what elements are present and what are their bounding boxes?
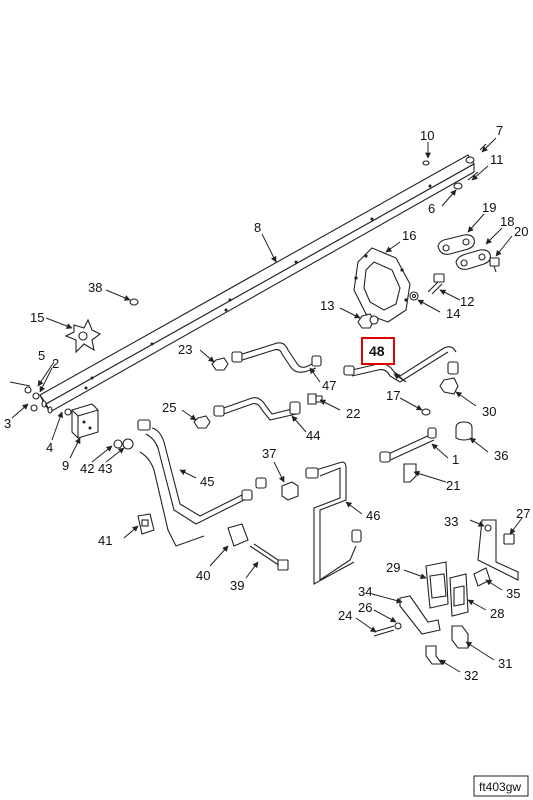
callout-38: 38 — [88, 280, 102, 295]
star-coupling — [64, 318, 102, 354]
callout-labels: 10 7 11 6 8 16 19 18 20 12 14 13 38 15 2… — [4, 123, 530, 683]
tube-44 — [213, 397, 301, 421]
screw-24 — [373, 625, 395, 637]
fitting-30 — [439, 377, 459, 395]
callout-17: 17 — [386, 388, 400, 403]
nut-13 — [357, 313, 379, 329]
callout-34: 34 — [358, 584, 372, 599]
callout-16: 16 — [402, 228, 416, 243]
callout-47: 47 — [322, 378, 336, 393]
washer-26 — [394, 622, 402, 630]
callout-23: 23 — [178, 342, 192, 357]
fitting-25 — [193, 415, 211, 429]
washer-14 — [409, 291, 419, 301]
callout-13: 13 — [320, 298, 334, 313]
callout-20: 20 — [514, 224, 528, 239]
filter-29 — [425, 561, 449, 609]
tube-45 — [137, 419, 267, 547]
callout-39: 39 — [230, 578, 244, 593]
gasket — [353, 247, 411, 323]
callout-30: 30 — [482, 404, 496, 419]
elbow-32 — [425, 645, 444, 665]
diagram-id-text: ft403gw — [479, 780, 521, 794]
small-fitting-38 — [129, 298, 139, 306]
bolt-27 — [503, 533, 515, 545]
cylinder-35 — [473, 567, 491, 587]
callout-11: 11 — [490, 152, 504, 167]
bolt-39 — [249, 543, 289, 571]
callout-27: 27 — [516, 506, 530, 521]
diagram-id-tag: ft403gw — [473, 775, 529, 797]
callout-10: 10 — [420, 128, 434, 143]
callout-48: 48 — [369, 343, 385, 359]
callout-33: 33 — [444, 514, 458, 529]
callout-26: 26 — [358, 600, 372, 615]
bolt-20 — [489, 257, 500, 273]
flange-plate-19 — [437, 234, 475, 255]
fitting-23 — [211, 357, 229, 371]
bolt-12 — [427, 273, 445, 295]
callout-48-highlight-box — [361, 337, 395, 365]
callout-36: 36 — [494, 448, 508, 463]
bracket-21 — [403, 463, 417, 483]
small-washers-4 — [64, 408, 72, 416]
bracket-33 — [477, 519, 519, 581]
callout-41: 41 — [98, 533, 112, 548]
callout-4: 4 — [46, 440, 53, 455]
callout-35: 35 — [506, 586, 520, 601]
callout-15: 15 — [30, 310, 44, 325]
flange-plate-18 — [455, 249, 491, 270]
callout-21: 21 — [446, 478, 460, 493]
elbow-31 — [451, 625, 469, 649]
callout-25: 25 — [162, 400, 176, 415]
block-37 — [281, 481, 299, 501]
callout-37: 37 — [262, 446, 276, 461]
mount-block — [71, 403, 99, 439]
callout-43: 43 — [98, 461, 112, 476]
washer-17 — [421, 408, 431, 416]
callout-19: 19 — [482, 200, 496, 215]
callout-7: 7 — [496, 123, 503, 138]
callout-44: 44 — [306, 428, 320, 443]
leader-lines — [11, 137, 523, 673]
callout-5: 5 — [38, 348, 45, 363]
elbow-22 — [307, 393, 323, 405]
tube-47 — [231, 342, 322, 373]
callout-46: 46 — [366, 508, 380, 523]
fittings-42-43 — [113, 438, 134, 450]
left-end-hardware — [9, 381, 53, 414]
callout-40: 40 — [196, 568, 210, 583]
callout-22: 22 — [346, 406, 360, 421]
callout-28: 28 — [490, 606, 504, 621]
callout-24: 24 — [338, 608, 352, 623]
cap-36 — [455, 421, 473, 441]
callout-42: 42 — [80, 461, 94, 476]
callout-31: 31 — [498, 656, 512, 671]
rod-1 — [379, 427, 437, 463]
callout-3: 3 — [4, 416, 11, 431]
filter-28 — [449, 573, 469, 617]
tube-46 — [305, 461, 362, 585]
clamp-40 — [227, 523, 249, 547]
callout-18: 18 — [500, 214, 514, 229]
callout-6: 6 — [428, 201, 435, 216]
bracket-34 — [399, 595, 441, 635]
callout-29: 29 — [386, 560, 400, 575]
callout-32: 32 — [464, 668, 478, 683]
callout-12: 12 — [460, 294, 474, 309]
callout-2: 2 — [52, 356, 59, 371]
callout-8: 8 — [254, 220, 261, 235]
callout-9: 9 — [62, 458, 69, 473]
callout-45: 45 — [200, 474, 214, 489]
callout-14: 14 — [446, 306, 460, 321]
clamp-41 — [137, 513, 155, 535]
callout-1: 1 — [452, 452, 459, 467]
